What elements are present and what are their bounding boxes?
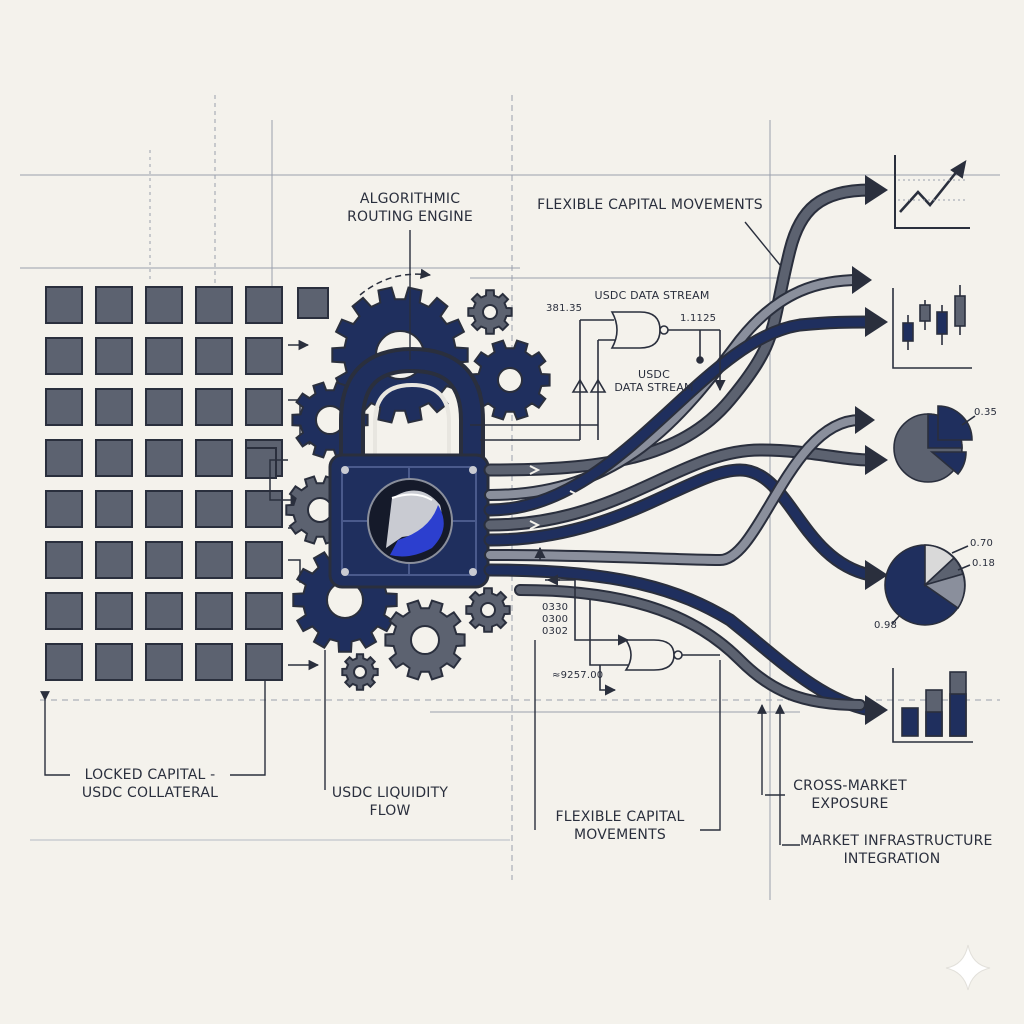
pie-label-0-98: 0.98 xyxy=(874,620,898,631)
readout-9257: ≈9257.00 xyxy=(552,670,604,681)
logic-gate-icon xyxy=(470,311,726,696)
capital-block xyxy=(45,286,83,324)
pie-chart-icon xyxy=(884,544,971,626)
callout-leaders xyxy=(40,221,800,846)
capital-block xyxy=(95,643,133,681)
capital-block xyxy=(95,439,133,477)
cross-market-label: CROSS-MARKET EXPOSURE xyxy=(793,778,907,812)
usdc-liquidity-label: USDC LIQUIDITY FLOW xyxy=(331,785,449,819)
locked-capital-label: LOCKED CAPITAL - USDC COLLATERAL xyxy=(81,767,219,801)
capital-block xyxy=(45,439,83,477)
pie-label-0-35: 0.35 xyxy=(974,407,998,418)
capital-block xyxy=(145,490,183,528)
capital-block xyxy=(195,643,233,681)
protocol-logo-emblem xyxy=(367,478,453,564)
sparkle-watermark xyxy=(945,944,991,991)
capital-block xyxy=(145,388,183,426)
capital-block xyxy=(245,592,283,630)
flow-arrowheads xyxy=(852,175,888,725)
gear-hub xyxy=(497,367,523,393)
capital-block xyxy=(195,490,233,528)
capital-block xyxy=(245,388,283,426)
capital-block xyxy=(45,337,83,375)
flexible-capital-bottom-label: FLEXIBLE CAPITAL MOVEMENTS xyxy=(555,809,685,843)
lock-icon xyxy=(328,346,490,589)
capital-block xyxy=(245,490,283,528)
capital-block xyxy=(245,286,283,324)
capital-block xyxy=(95,541,133,579)
locked-capital-grid xyxy=(45,286,329,681)
gear-hub xyxy=(480,602,496,618)
capital-block xyxy=(145,592,183,630)
capital-block xyxy=(95,490,133,528)
gear-hub xyxy=(353,665,367,679)
capital-block xyxy=(145,337,183,375)
capital-block xyxy=(245,337,283,375)
readout-codes: 0330 0300 0302 xyxy=(542,602,569,637)
capital-block xyxy=(95,337,133,375)
usdc-data-stream-top-label: USDC DATA STREAM xyxy=(594,289,710,302)
line-chart-icon xyxy=(894,155,970,229)
capital-block xyxy=(45,592,83,630)
market-infrastructure-label: MARKET INFRASTRUCTURE INTEGRATION xyxy=(800,833,993,867)
readout-381: 381.35 xyxy=(546,303,583,314)
capital-block xyxy=(45,643,83,681)
flow-direction-ticks xyxy=(529,465,591,545)
capital-block xyxy=(145,439,183,477)
readout-1-1125: 1.1125 xyxy=(680,313,717,324)
gear-hub xyxy=(307,497,333,523)
capital-block xyxy=(195,439,233,477)
capital-block xyxy=(145,643,183,681)
capital-block xyxy=(145,541,183,579)
flexible-capital-top-label: FLEXIBLE CAPITAL MOVEMENTS xyxy=(537,197,763,213)
candlestick-chart-icon xyxy=(892,285,972,369)
capital-block xyxy=(45,388,83,426)
capital-block xyxy=(195,388,233,426)
gear-hub xyxy=(482,304,498,320)
capital-block xyxy=(45,490,83,528)
bar-chart-icon xyxy=(892,668,973,743)
pie-label-0-18: 0.18 xyxy=(972,558,996,569)
pie-label-0-70: 0.70 xyxy=(970,538,994,549)
capital-block xyxy=(245,541,283,579)
capital-block xyxy=(195,337,233,375)
capital-block xyxy=(195,592,233,630)
capital-block xyxy=(245,643,283,681)
gear-hub xyxy=(410,625,440,655)
usdc-data-stream-mid-label: USDC DATA STREAM xyxy=(614,368,694,394)
capital-block xyxy=(95,286,133,324)
capital-block xyxy=(297,287,329,319)
capital-block xyxy=(45,541,83,579)
capital-block xyxy=(95,592,133,630)
capital-block xyxy=(245,447,277,479)
construction-grid xyxy=(20,95,1000,900)
engine-label: ALGORITHMIC ROUTING ENGINE xyxy=(347,191,473,225)
capital-block xyxy=(145,286,183,324)
capital-block xyxy=(195,286,233,324)
capital-flow-routes xyxy=(483,183,877,717)
capital-block xyxy=(195,541,233,579)
capital-block xyxy=(95,388,133,426)
pie-chart-icon xyxy=(893,405,976,483)
